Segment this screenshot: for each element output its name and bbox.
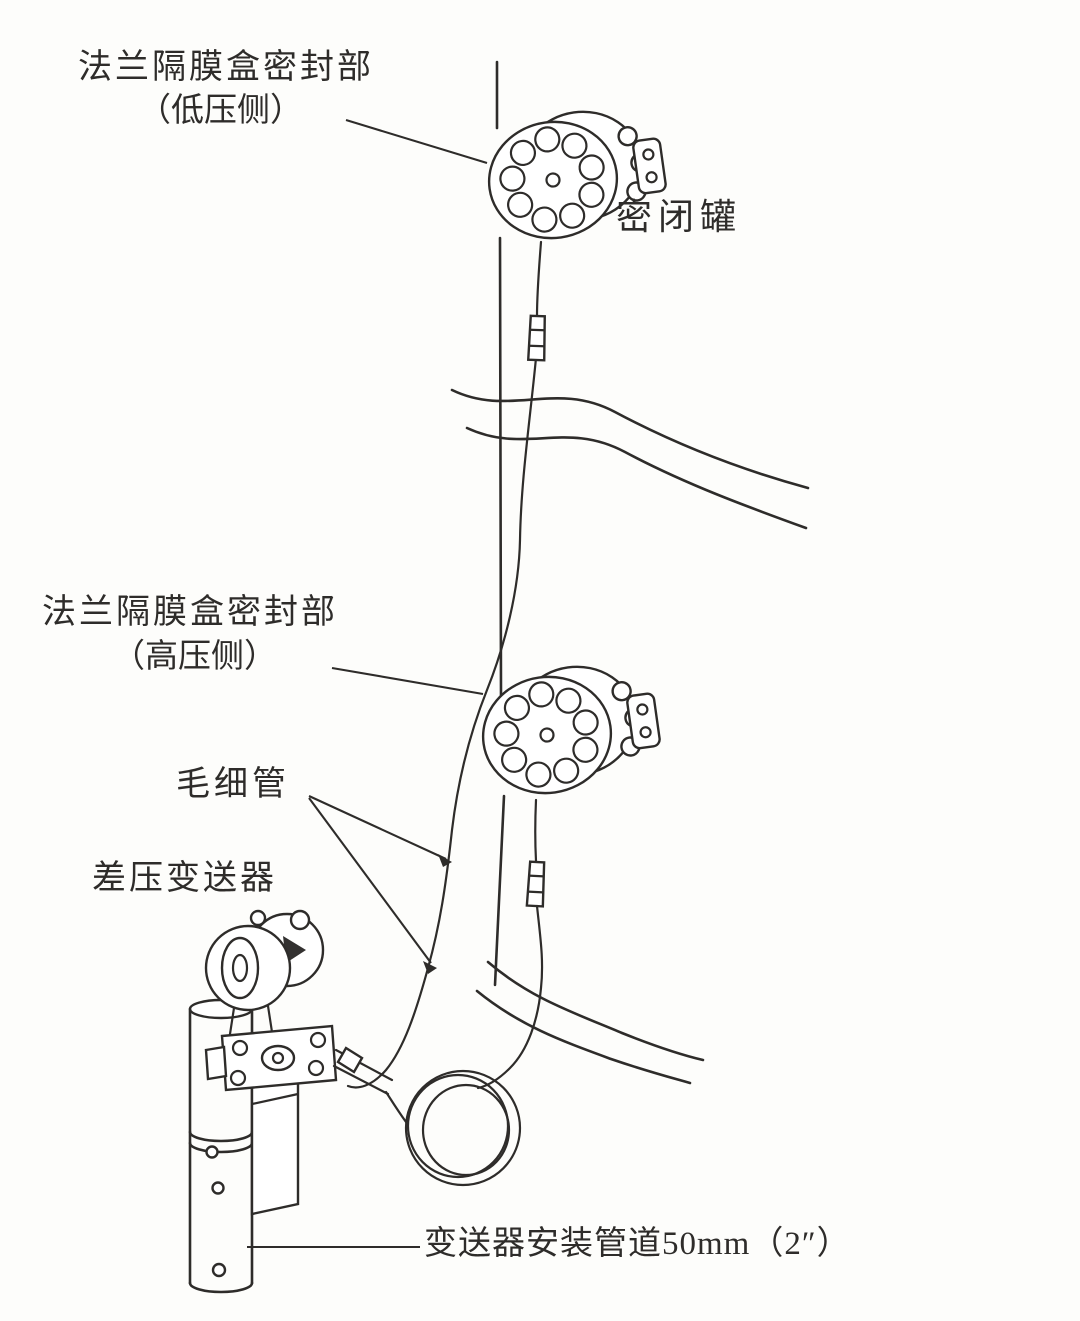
- flange-seal-high: [473, 654, 667, 803]
- label-seal-high-line2: （高压侧）: [112, 639, 277, 675]
- upper-wave-lines: [450, 388, 810, 530]
- label-seal-low-line1: 法兰隔膜盒密封部: [78, 49, 374, 86]
- capillary-union-top: [527, 314, 547, 362]
- capillary-low-side: [346, 240, 543, 1089]
- label-mounting-pipe: 变送器安装管道50mm（2″）: [424, 1226, 851, 1262]
- label-seal-low-line2: （低压侧）: [138, 93, 303, 129]
- leader-lines: [247, 118, 488, 1249]
- label-seal-high-line1: 法兰隔膜盒密封部: [42, 594, 338, 631]
- dp-transmitter-drawing: [204, 909, 394, 1096]
- label-dp-transmitter: 差压变送器: [92, 860, 277, 897]
- capillary-high-side: [476, 798, 544, 1090]
- capillary-union-bottom: [525, 860, 547, 908]
- tank-line: [493, 60, 506, 987]
- label-sealed-tank: 密闭罐: [616, 197, 743, 237]
- capillary-coil: [384, 1069, 522, 1187]
- label-capillary: 毛细管: [176, 766, 290, 803]
- lower-wave-lines: [475, 960, 705, 1085]
